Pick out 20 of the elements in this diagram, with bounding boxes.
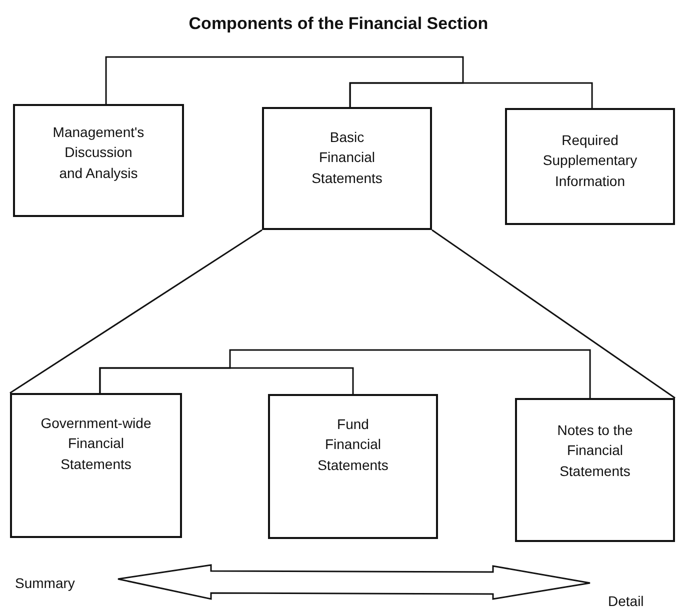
scale-label: Detail	[608, 593, 644, 609]
connector-line	[10, 229, 262, 394]
box-label: Management's Discussion and Analysis	[52, 123, 144, 183]
box-label: Fund Financial Statements	[318, 415, 388, 475]
bracket-connector	[99, 349, 591, 398]
scale-label: Summary	[15, 575, 75, 591]
component-box	[262, 107, 432, 230]
component-box	[505, 108, 675, 225]
box-label: Required Supplementary Information	[542, 131, 638, 191]
box-label: Government-wide Financial Statements	[40, 414, 152, 474]
bracket-connector	[349, 82, 593, 108]
connector-line	[432, 229, 676, 399]
component-box	[268, 394, 438, 539]
component-box	[10, 393, 182, 538]
diagram-title: Components of the Financial Section	[188, 14, 490, 34]
bracket-connector	[105, 56, 464, 107]
component-box	[13, 104, 184, 217]
box-label: Notes to the Financial Statements	[556, 421, 634, 481]
box-label: Basic Financial Statements	[312, 128, 382, 188]
component-box	[515, 398, 675, 542]
